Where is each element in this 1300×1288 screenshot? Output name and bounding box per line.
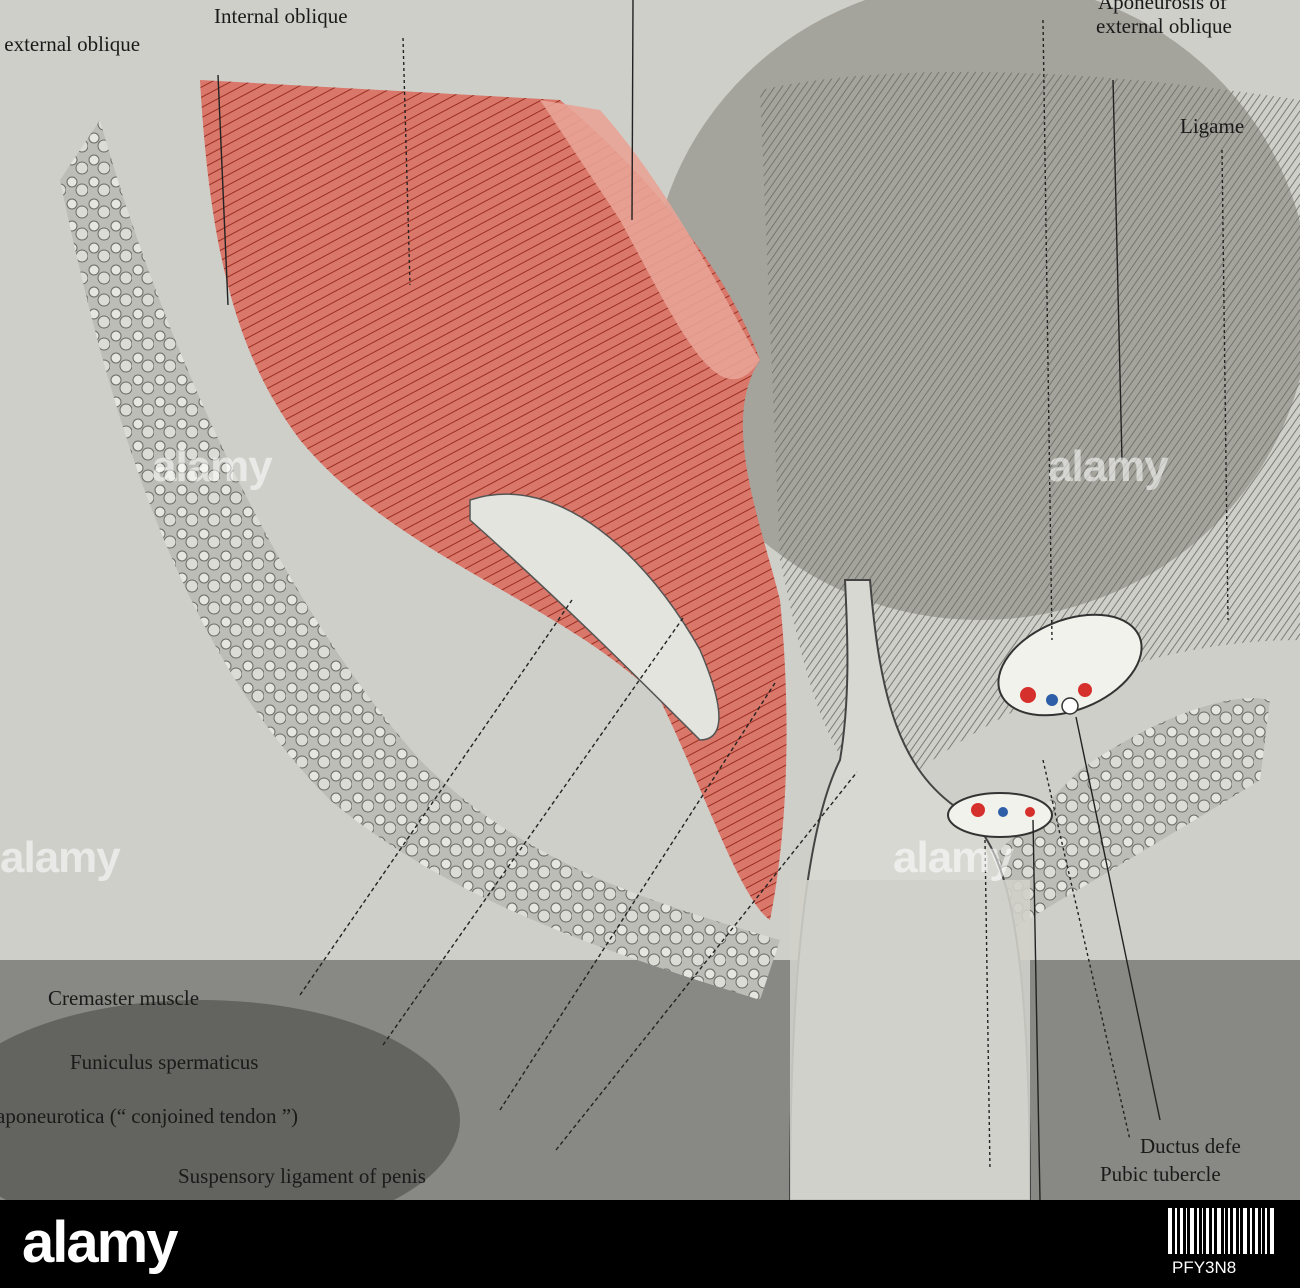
subcutaneous-fat-left [60, 120, 780, 1000]
leader-line [299, 599, 573, 996]
barcode-icon [1168, 1208, 1280, 1254]
label-internal-oblique: Internal oblique [214, 4, 348, 28]
label-aponeurosis-line1: Aponeurosis of [1098, 0, 1227, 14]
watermark: alamy [893, 833, 1014, 882]
leader-line [1032, 819, 1041, 1200]
leader-line [1042, 759, 1131, 1141]
stock-footer-bar: alamy PFY3N8 [0, 1200, 1300, 1288]
label-funiculus-spermaticus: Funiculus spermaticus [70, 1050, 259, 1074]
label-conjoined-tendon: aponeurotica (“ conjoined tendon ”) [0, 1104, 299, 1128]
label-ligament: Ligame [1180, 114, 1245, 138]
leader-line [402, 37, 411, 286]
watermark: alamy [0, 833, 121, 882]
ductus-cross-section [1061, 697, 1079, 715]
leader-line [382, 617, 684, 1046]
label-aponeurosis-line2: external oblique [1096, 14, 1232, 38]
image-id: PFY3N8 [1172, 1258, 1237, 1277]
watermark: alamy [152, 442, 273, 491]
leader-line [984, 839, 991, 1171]
label-cremaster-muscle: Cremaster muscle [48, 986, 200, 1010]
spermatic-cord [469, 493, 720, 741]
label-pubic-tubercle: Pubic tubercle [1100, 1162, 1221, 1186]
vessel-artery [1020, 687, 1036, 703]
label-suspensory-ligament: Suspensory ligament of penis [178, 1164, 426, 1188]
vessel-vein [1046, 694, 1058, 706]
leader-line [1221, 149, 1229, 621]
leader-line [1042, 19, 1053, 641]
anatomy-plate: alamy alamy alamy alamy Internal oblique… [0, 0, 1300, 1200]
external-oblique-aponeurosis [760, 71, 1300, 801]
leader-line [499, 682, 776, 1111]
aponeurosis-pink [540, 100, 760, 380]
leader-line [217, 74, 229, 306]
label-ductus-deferens: Ductus defe [1140, 1134, 1241, 1158]
leader-line [555, 771, 858, 1151]
anatomy-illustration [0, 0, 1300, 1200]
watermark: alamy [1048, 442, 1169, 491]
alamy-logo: alamy [22, 1210, 178, 1275]
vessel-artery [1078, 683, 1092, 697]
label-external-oblique: f external oblique [0, 32, 141, 56]
leader-line [1075, 716, 1161, 1121]
leader-line [1112, 79, 1123, 461]
leader-line [631, 0, 634, 221]
